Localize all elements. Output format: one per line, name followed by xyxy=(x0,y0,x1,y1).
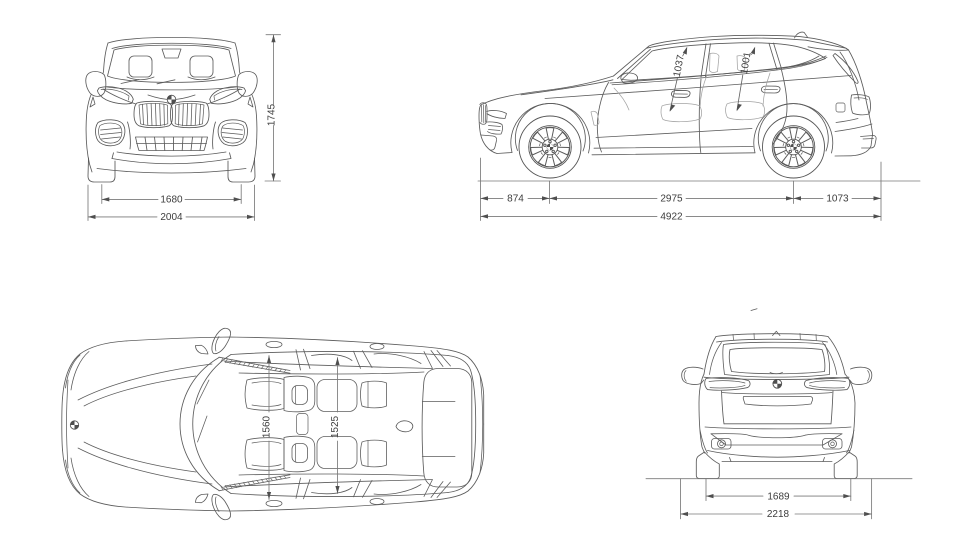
svg-text:1745: 1745 xyxy=(267,103,278,126)
svg-text:1560: 1560 xyxy=(261,415,272,438)
svg-text:1001: 1001 xyxy=(739,51,754,75)
svg-text:2218: 2218 xyxy=(767,509,790,520)
svg-text:1525: 1525 xyxy=(330,415,341,438)
svg-text:1037: 1037 xyxy=(672,54,687,78)
svg-text:2975: 2975 xyxy=(660,193,683,204)
svg-text:1680: 1680 xyxy=(160,194,183,205)
svg-text:2004: 2004 xyxy=(160,212,183,223)
svg-text:4922: 4922 xyxy=(660,211,683,222)
svg-text:1689: 1689 xyxy=(767,491,790,502)
svg-text:1073: 1073 xyxy=(826,193,849,204)
svg-text:874: 874 xyxy=(507,193,524,204)
